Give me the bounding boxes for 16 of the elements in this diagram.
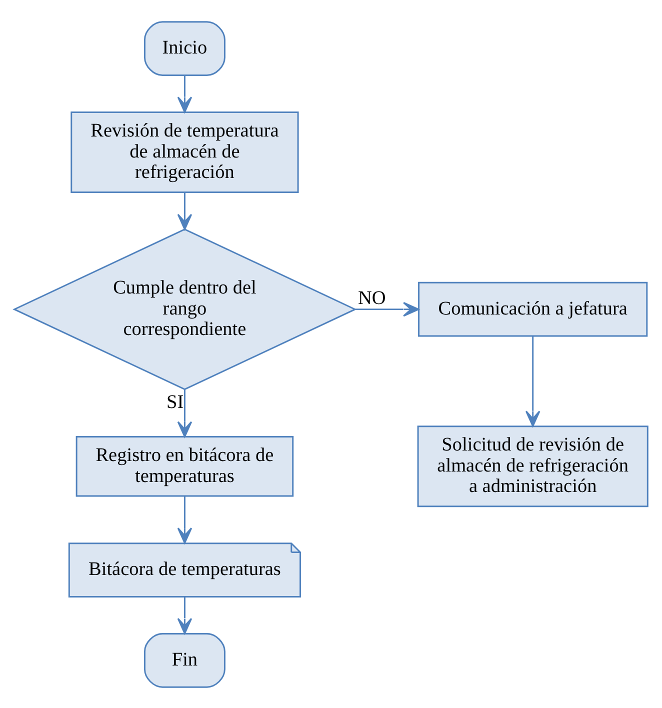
arrow <box>177 496 192 544</box>
arrow <box>177 75 192 112</box>
node-box: Registro en bitácora de temperaturas <box>76 435 294 496</box>
arrow <box>177 596 192 634</box>
edge-label: NO <box>358 287 386 308</box>
node-box: Fin <box>144 632 226 688</box>
arrow <box>525 336 540 426</box>
node-diamond: Cumple dentro del rango correspondiente <box>12 228 357 390</box>
arrow <box>177 192 192 230</box>
edge-label: SI <box>166 391 184 412</box>
arrow <box>177 389 192 437</box>
node-box: Revisión de temperatura de almacén de refrigeración <box>70 111 299 193</box>
arrow <box>355 301 420 316</box>
node-box: Solicitud de revisión de almacén de refrigeración a administración <box>417 425 648 507</box>
node-box: Comunicación a jefatura <box>418 281 648 336</box>
node-box: Inicio <box>144 20 226 76</box>
